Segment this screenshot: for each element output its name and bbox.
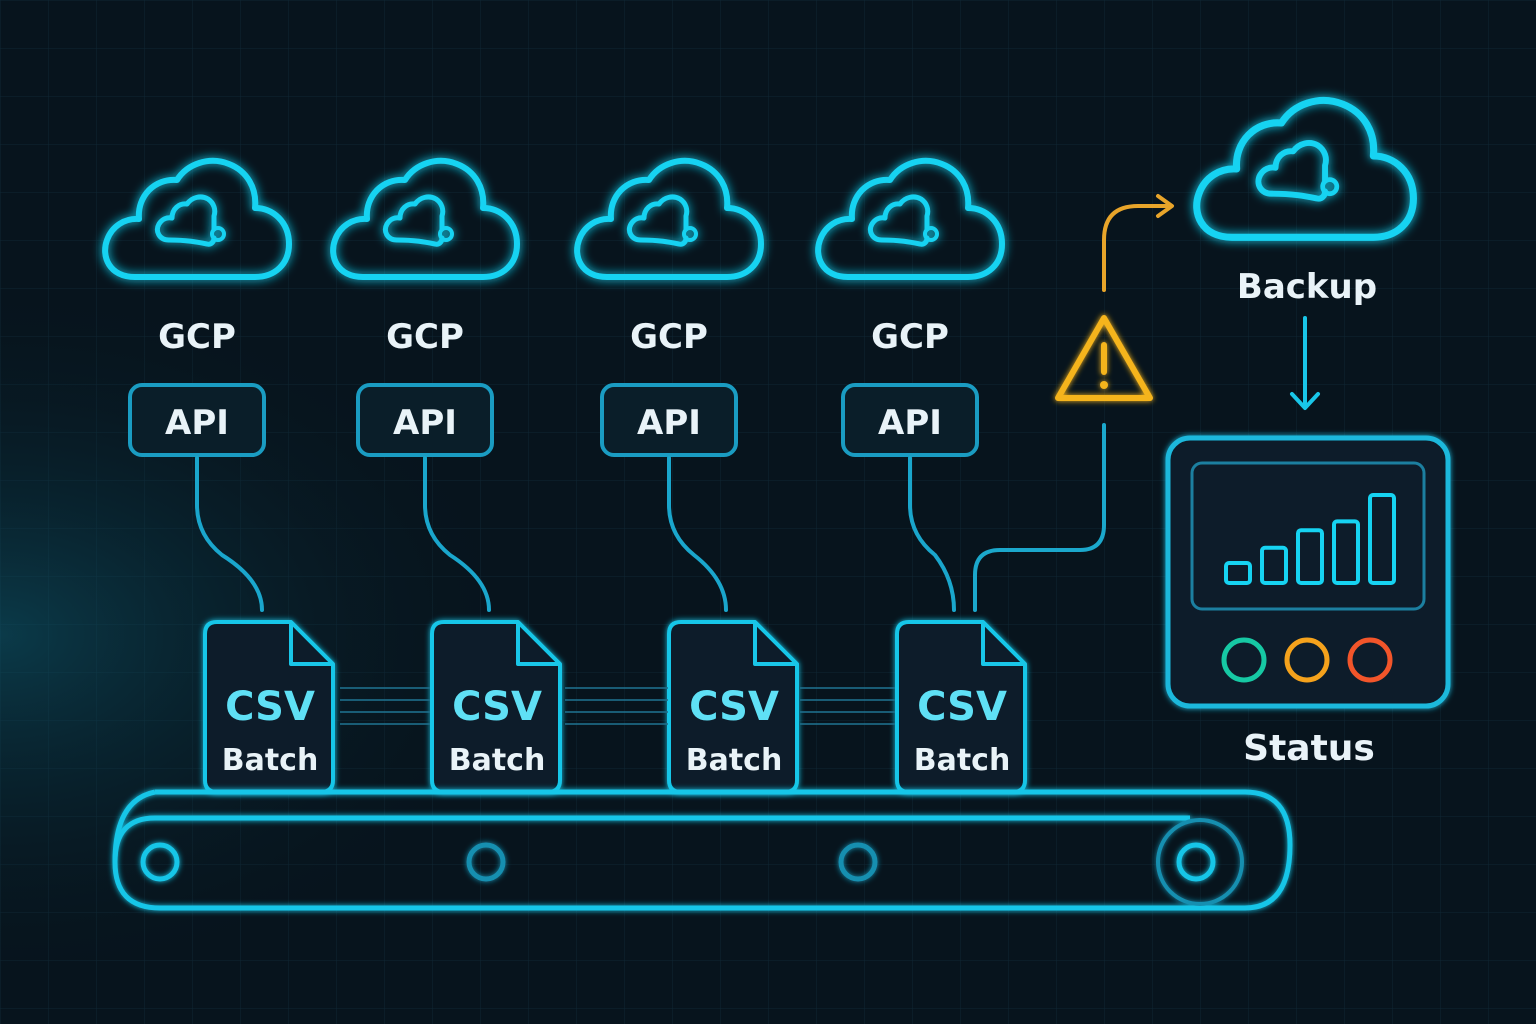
status-bar	[1332, 519, 1360, 586]
source-column: GCP API CSV Batch	[577, 161, 799, 794]
api-connector	[667, 456, 728, 612]
status-label: Status	[1243, 728, 1375, 769]
bar-chart-icon	[1224, 493, 1396, 586]
source-column: GCP API CSV Batch	[818, 161, 1027, 794]
api-label: API	[393, 403, 457, 443]
status-panel	[1165, 435, 1451, 709]
api-connector	[423, 456, 491, 612]
api-label: API	[165, 403, 229, 443]
api-connector	[908, 456, 956, 612]
status-indicator-red	[1347, 637, 1393, 683]
api-box	[128, 383, 266, 457]
api-label: API	[878, 403, 942, 443]
csv-label: CSV	[917, 684, 1007, 730]
api-box	[841, 383, 979, 457]
status-bar	[1296, 528, 1324, 586]
cloud-label: GCP	[386, 317, 464, 357]
flow-streaks	[340, 687, 895, 725]
source-column: GCP API CSV Batch	[105, 161, 335, 794]
backup-node: Backup	[1197, 100, 1414, 410]
csv-label: CSV	[452, 684, 542, 730]
api-connector	[195, 456, 264, 612]
status-bar	[1368, 493, 1396, 585]
batch-label: Batch	[686, 743, 783, 778]
sources: GCP API CSV Batch GCP API CSV Batch GCP API CSV Bat…	[105, 161, 1027, 794]
csv-label: CSV	[689, 684, 779, 730]
backup-label: Backup	[1237, 267, 1377, 307]
cloud-label: GCP	[630, 317, 708, 357]
csv-label: CSV	[225, 684, 315, 730]
warning-triangle-icon	[1055, 315, 1153, 401]
batch-label: Batch	[222, 743, 319, 778]
batch-label: Batch	[914, 743, 1011, 778]
status-indicator-orange	[1284, 637, 1330, 683]
status-indicator-green	[1221, 637, 1267, 683]
batch-label: Batch	[449, 743, 546, 778]
api-box	[356, 383, 494, 457]
api-label: API	[637, 403, 701, 443]
status-bar	[1224, 561, 1252, 585]
api-box	[600, 383, 738, 457]
cloud-label: GCP	[158, 317, 236, 357]
warning-route	[973, 194, 1174, 612]
status-bar	[1260, 545, 1288, 585]
conveyor-belt-icon	[112, 789, 1293, 911]
cloud-label: GCP	[871, 317, 949, 357]
